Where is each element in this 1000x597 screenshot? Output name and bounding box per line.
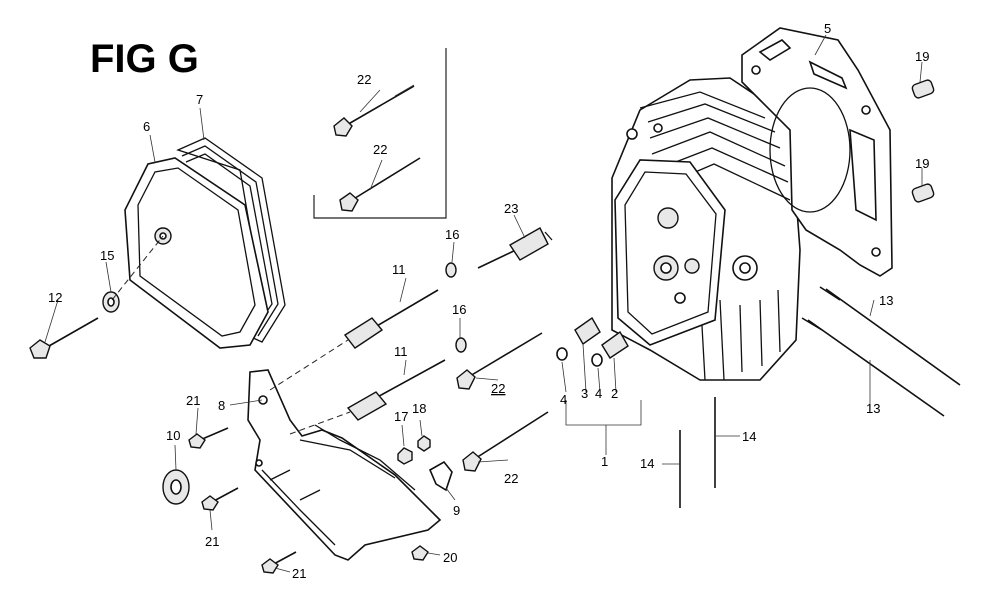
washer-15: [102, 291, 120, 313]
nut-17: [397, 447, 413, 465]
bolt-22-middle: [456, 332, 543, 390]
callout-1: 1: [601, 454, 608, 469]
callout-17: 17: [394, 409, 408, 424]
callout-11-upper: 11: [392, 262, 406, 277]
bolt-21-upper: [188, 427, 229, 449]
spark-plug-23: [477, 227, 553, 269]
valve-guide-3: [574, 316, 601, 346]
callout-13-lower: 13: [866, 401, 880, 416]
nut-18: [417, 435, 431, 452]
leader-lines: [44, 34, 923, 573]
callout-2: 2: [611, 386, 618, 401]
callout-13-upper: 13: [879, 293, 893, 308]
clip-4-right: [591, 353, 603, 367]
callout-16-lower: 16: [452, 302, 466, 317]
washer-16-lower: [455, 337, 467, 353]
bolt-20: [411, 545, 429, 561]
callout-9: 9: [453, 503, 460, 518]
washer-10: [162, 469, 190, 505]
clip-4-left: [556, 347, 568, 361]
bolt-22-bottom: [462, 411, 549, 472]
push-rod-13-lower: [801, 317, 945, 417]
bolt-22-lower: [339, 157, 421, 212]
clip-9: [428, 460, 453, 492]
callout-14-left: 14: [640, 456, 654, 471]
callout-22-bottom: 22: [504, 471, 518, 486]
callout-21-lower: 21: [292, 566, 306, 581]
callout-20: 20: [443, 550, 457, 565]
callout-7: 7: [196, 92, 203, 107]
cylinder-head: [611, 77, 801, 381]
callout-8: 8: [218, 398, 225, 413]
callout-16-upper: 16: [445, 227, 459, 242]
push-rod-13-upper: [819, 286, 961, 386]
callout-22-inset-upper: 22: [357, 72, 371, 87]
callout-19-upper: 19: [915, 49, 929, 64]
figure-title: FIG G: [90, 37, 199, 81]
dowel-pin-19-lower: [911, 183, 935, 203]
callout-15: 15: [100, 248, 114, 263]
inset-box: [313, 48, 447, 219]
callout-4-right: 4: [595, 386, 602, 401]
callout-22-middle: 22: [491, 381, 505, 396]
washer-16-upper: [445, 262, 457, 278]
valve-guide-2: [601, 330, 629, 359]
callout-12: 12: [48, 290, 62, 305]
dowel-pin-19-upper: [911, 79, 935, 99]
callout-10: 10: [166, 428, 180, 443]
bolt-12: [29, 317, 99, 359]
callout-14-right: 14: [742, 429, 756, 444]
callout-6: 6: [143, 119, 150, 134]
callout-21-middle: 21: [205, 534, 219, 549]
callout-4-left: 4: [560, 392, 567, 407]
collar-11-upper: [343, 289, 439, 349]
callout-11-lower: 11: [394, 344, 408, 359]
callout-19-lower: 19: [915, 156, 929, 171]
collar-11-lower: [346, 359, 446, 421]
bracket-8: [247, 369, 442, 561]
bolt-22-upper: [333, 84, 415, 137]
callout-22-inset-lower: 22: [373, 142, 387, 157]
cylinder-head-gasket-5: [741, 27, 893, 277]
callout-3: 3: [581, 386, 588, 401]
callout-18: 18: [412, 401, 426, 416]
bolt-21-middle: [201, 487, 239, 511]
callout-23: 23: [504, 201, 518, 216]
bolt-21-lower: [261, 551, 297, 574]
callout-21-upper: 21: [186, 393, 200, 408]
callout-bracket-1: [565, 400, 642, 426]
callout-5: 5: [824, 21, 831, 36]
